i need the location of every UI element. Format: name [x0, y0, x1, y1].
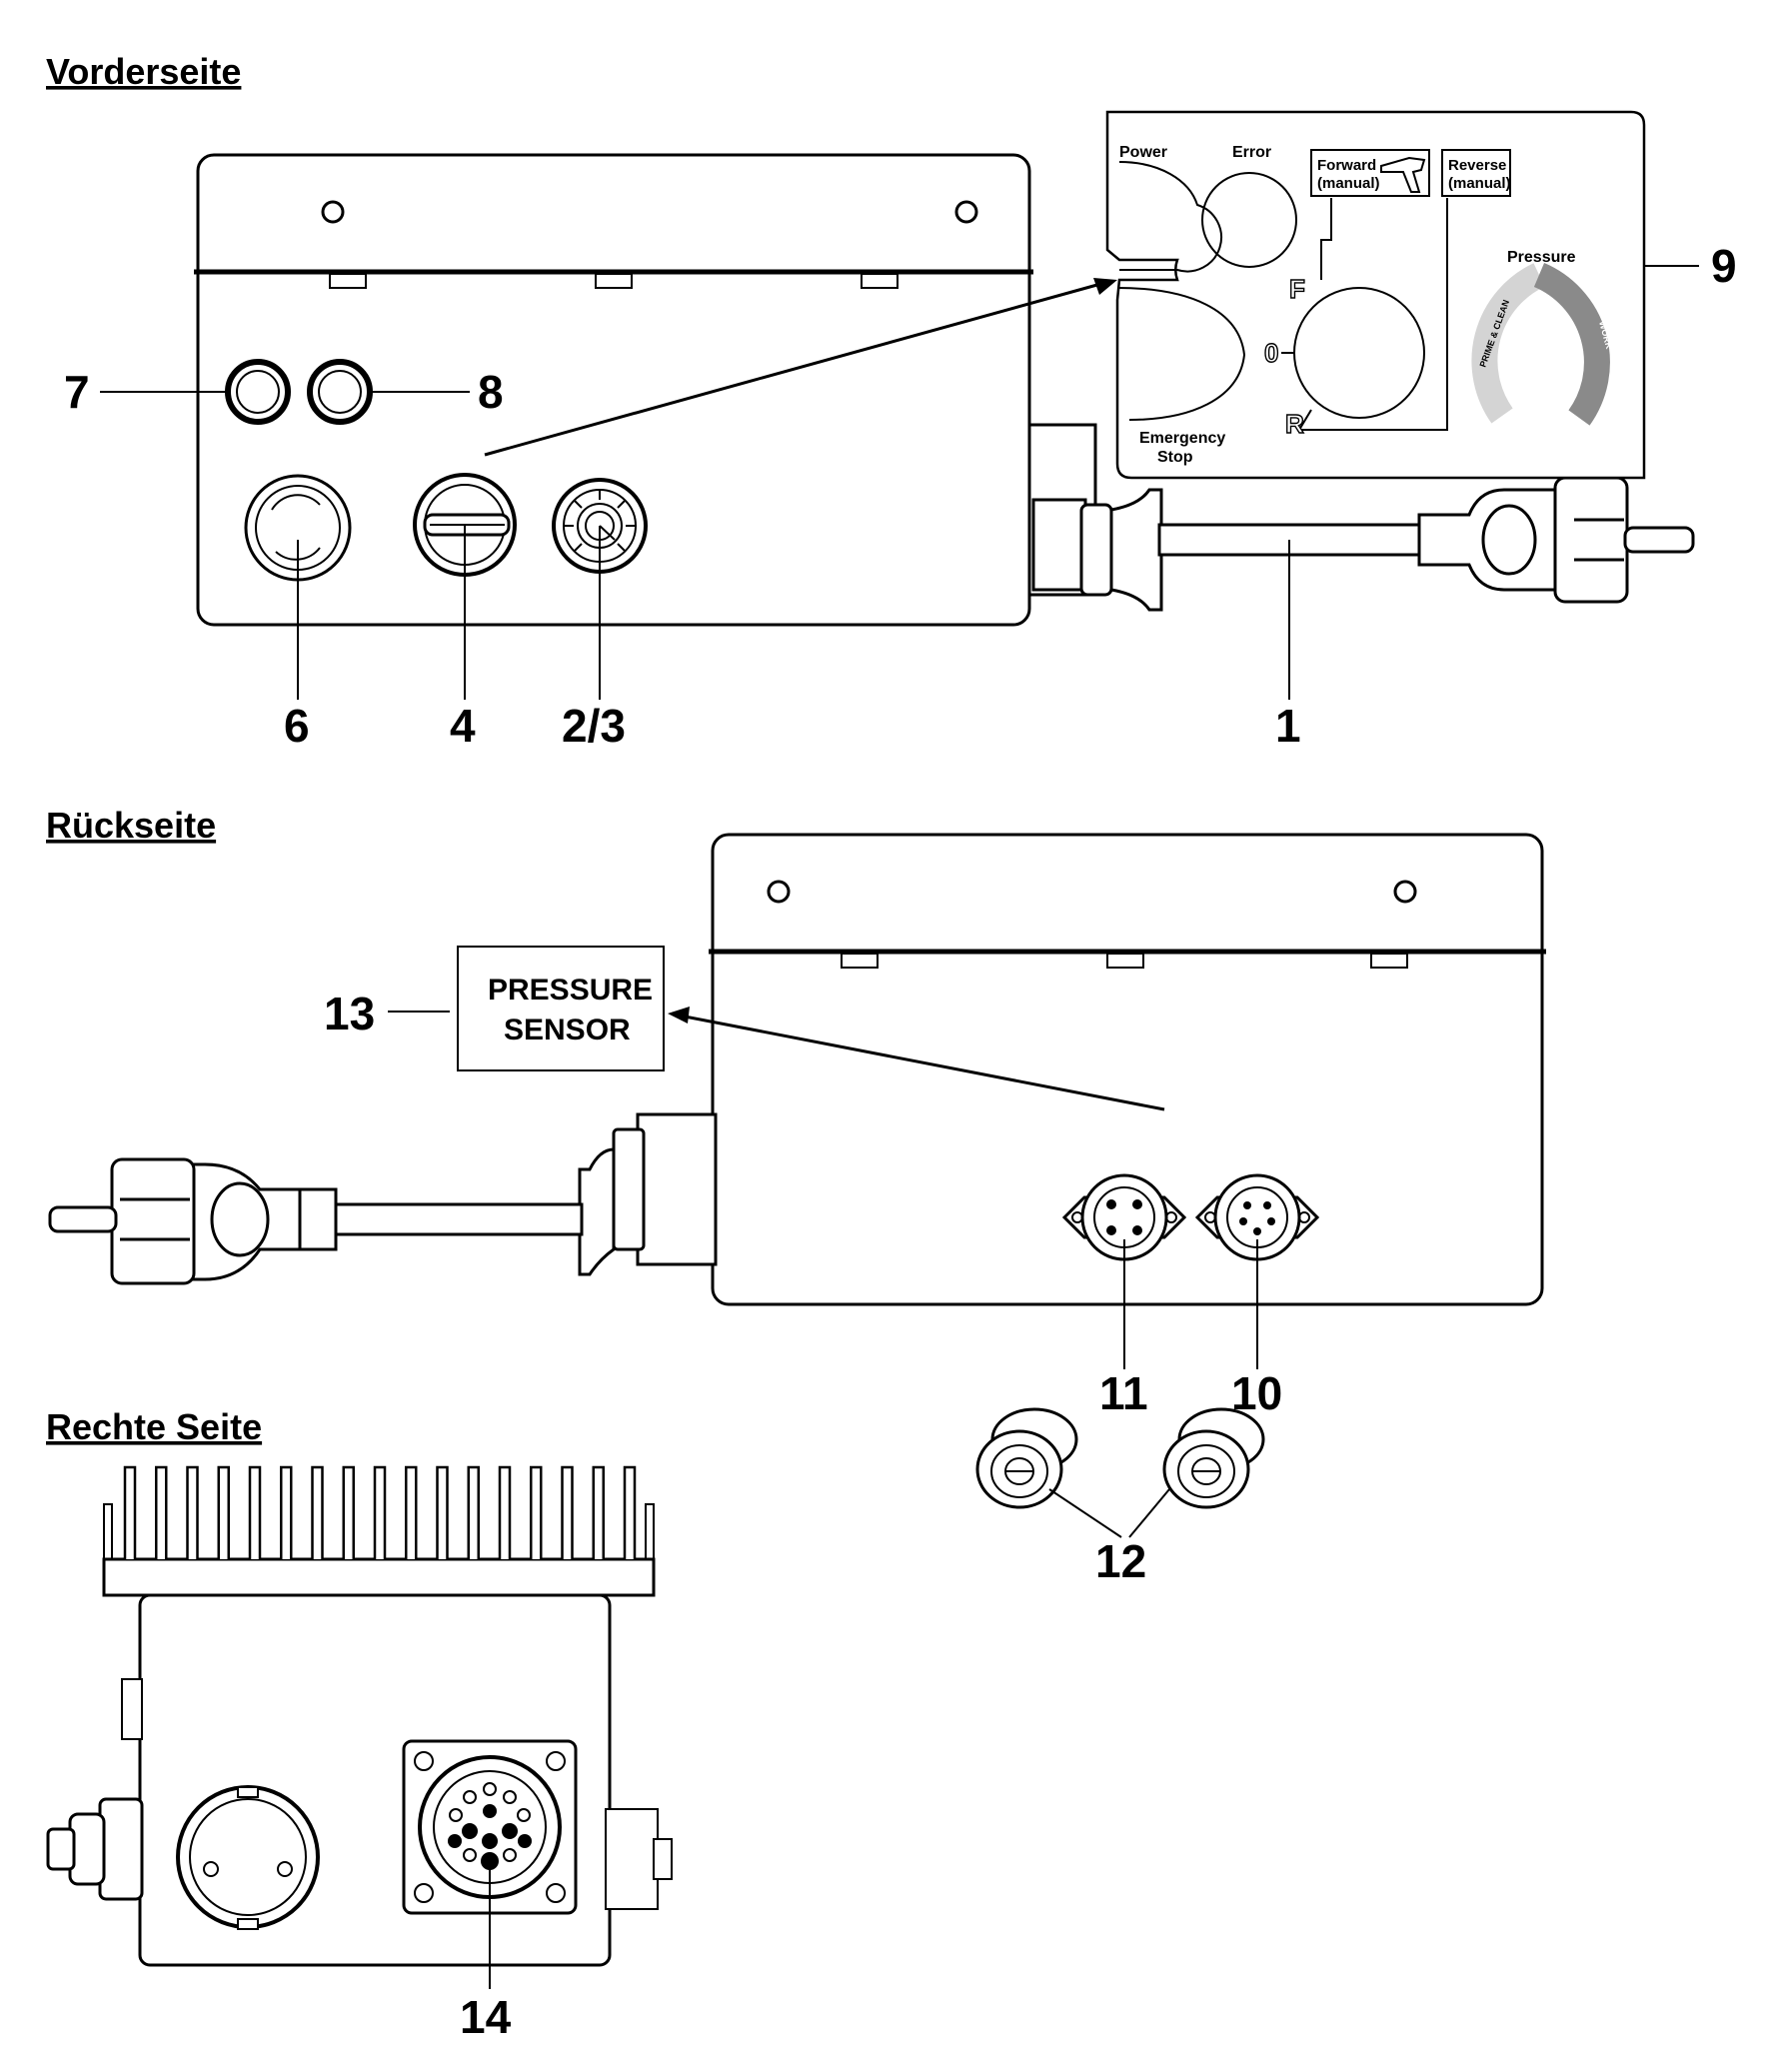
front-screw-right [954, 200, 978, 224]
sealing-plug-left [975, 1407, 1078, 1509]
section-title-back: Rückseite [46, 805, 216, 846]
callout-7: 7 [64, 366, 90, 418]
callout-9: 9 [1711, 240, 1737, 292]
callout-2-3: 2/3 [562, 700, 626, 752]
sensor-label-line1: PRESSURE [488, 974, 653, 1007]
callout-13: 13 [324, 988, 375, 1039]
heat-sink-fin [405, 1465, 418, 1559]
label-power: Power [1119, 144, 1167, 161]
heat-sink-fin [186, 1465, 199, 1559]
section-title-front: Vorderseite [46, 51, 241, 92]
heat-sink-fin [311, 1465, 324, 1559]
heat-sink-fin [342, 1465, 355, 1559]
heat-sink-fin [467, 1465, 480, 1559]
section-title-right: Rechte Seite [46, 1406, 262, 1447]
heat-sink-fin [217, 1465, 230, 1559]
heat-sink-fin [530, 1465, 543, 1559]
callout-6: 6 [284, 700, 310, 752]
heat-sink-fin [623, 1465, 637, 1559]
label-forward: Forward [1317, 157, 1376, 174]
callout-11: 11 [1099, 1367, 1148, 1419]
front-housing [196, 153, 1031, 627]
pos-reverse: R [1285, 409, 1304, 439]
heat-sink [102, 1503, 656, 1597]
heat-sink-fin [155, 1465, 168, 1559]
heat-sink-fin [436, 1465, 449, 1559]
label-forward-sub: (manual) [1317, 175, 1380, 192]
connector-11 [1061, 1173, 1187, 1261]
label-stop: Stop [1157, 449, 1193, 466]
callout-14: 14 [460, 1991, 512, 2043]
label-emergency: Emergency [1139, 430, 1225, 447]
heat-sink-fin [498, 1465, 512, 1559]
callout-8: 8 [478, 366, 504, 418]
heat-sink-fin [592, 1465, 605, 1559]
callout-10: 10 [1231, 1367, 1282, 1419]
label-reverse-sub: (manual) [1448, 175, 1511, 192]
heat-sink-fin [561, 1465, 574, 1559]
pos-off: 0 [1264, 338, 1278, 368]
sealing-plug-right [1162, 1407, 1265, 1509]
right-cable-gland [46, 1797, 144, 1901]
connector-10 [1194, 1173, 1320, 1261]
right-side-view: 14 [46, 1503, 673, 2043]
heat-sink-fin [248, 1465, 262, 1559]
heat-sink-fin [373, 1465, 387, 1559]
spray-gun-icon [1380, 156, 1426, 193]
error-lamp-outline [1201, 172, 1297, 268]
back-view: PRESSURE SENSOR 13 11 10 [48, 833, 1546, 1587]
callout-4: 4 [450, 700, 476, 752]
label-error: Error [1232, 144, 1271, 161]
heat-sink-fin [123, 1465, 137, 1559]
label-pressure: Pressure [1507, 249, 1576, 266]
callout-12: 12 [1095, 1535, 1146, 1587]
callout-1: 1 [1275, 700, 1301, 752]
sensor-label-line2: SENSOR [504, 1014, 631, 1046]
label-reverse: Reverse [1448, 157, 1506, 174]
front-view: Power Error Emergency Stop Forward (manu… [64, 110, 1737, 752]
control-panel-overlay: Power Error Emergency Stop Forward (manu… [1105, 110, 1646, 480]
heat-sink-fins [123, 1465, 637, 1559]
front-screw-left [321, 200, 345, 224]
back-cable-assembly [48, 1112, 718, 1285]
schuko-socket [176, 1785, 320, 1930]
heat-sink-fin [280, 1465, 293, 1559]
pos-forward: F [1289, 274, 1305, 304]
